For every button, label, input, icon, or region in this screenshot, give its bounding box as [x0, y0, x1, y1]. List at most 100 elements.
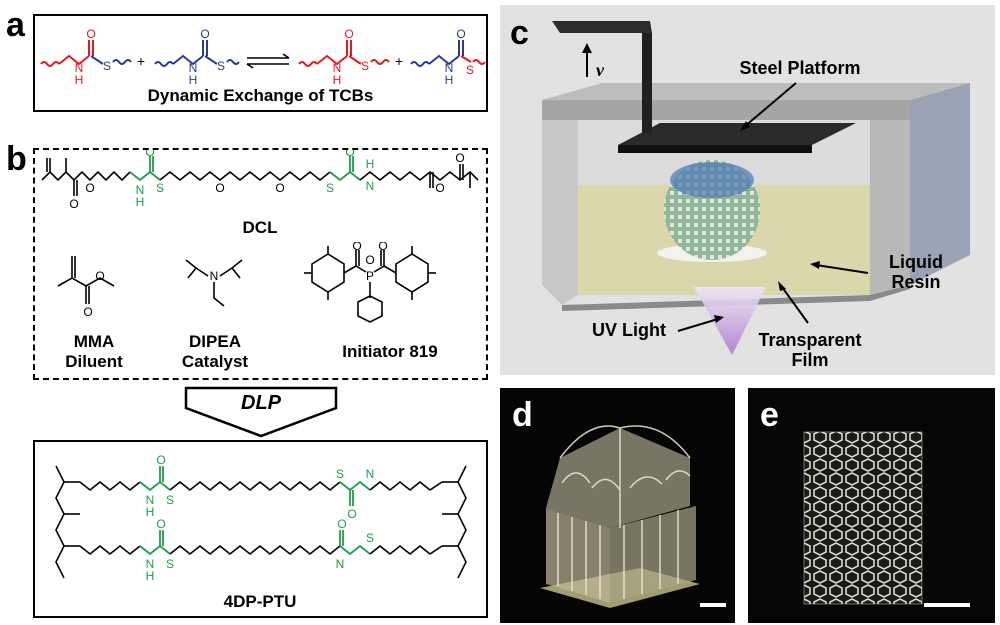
panel-label-a: a: [6, 6, 25, 44]
atom-n: N: [366, 467, 375, 481]
callout-transparent-film: [781, 286, 809, 324]
atom-h: H: [333, 73, 342, 87]
atom-n: N: [146, 493, 155, 507]
dlp-label: DLP: [241, 392, 281, 414]
4dp-ptu-network: O N H S S O N O N H S O S N: [55, 453, 467, 583]
atom-o: O: [69, 197, 78, 211]
atom-h: H: [146, 505, 155, 519]
lattice-body: [804, 432, 922, 604]
panel-label-c: c: [510, 14, 529, 52]
dlp-printer-illustration: [542, 21, 970, 355]
tcb-exchange-scheme: O N H S + O N H S O N H S +: [40, 27, 486, 87]
atom-h: H: [366, 157, 375, 171]
atom-h: H: [136, 195, 145, 209]
atom-h: H: [445, 73, 454, 87]
atom-s: S: [156, 181, 164, 195]
atom-o: O: [86, 27, 95, 41]
panel-label-d: d: [512, 396, 533, 434]
atom-h: H: [75, 73, 84, 87]
atom-n: N: [146, 557, 155, 571]
atom-s: S: [361, 59, 369, 73]
panel-a-caption: Dynamic Exchange of TCBs: [147, 86, 374, 105]
dipea-label: DIPEA Catalyst: [160, 332, 270, 372]
atom-o: O: [95, 269, 104, 283]
panel-label-b: b: [6, 140, 27, 178]
atom-o: O: [85, 181, 94, 195]
atom-o: O: [455, 151, 464, 165]
vat-rim-front-top: [542, 100, 910, 120]
atom-o: O: [435, 181, 444, 195]
atom-o: O: [347, 507, 356, 521]
atom-o: O: [156, 517, 165, 531]
plus-sign: +: [137, 53, 145, 69]
equilibrium-arrows: [246, 53, 290, 69]
atom-o: O: [352, 242, 361, 253]
mma-role: Diluent: [65, 352, 123, 371]
uv-light-beam: [694, 287, 766, 355]
atom-n: N: [333, 61, 342, 75]
callout-uv-light: [677, 318, 719, 332]
atom-n: N: [189, 61, 198, 75]
atom-n: N: [336, 557, 345, 571]
atom-o: O: [337, 517, 346, 531]
atom-n: N: [136, 183, 145, 197]
mma-label: MMA Diluent: [44, 332, 144, 372]
product-label: 4DP-PTU: [223, 592, 297, 611]
atom-n: N: [210, 269, 219, 283]
small-molecules: O O N P O O O: [57, 242, 436, 323]
vat-right-wall: [870, 120, 910, 295]
tcb-molecule-red: [298, 40, 390, 67]
vat-side: [910, 83, 970, 285]
printed-cathedral-model: [540, 425, 700, 608]
platform-arm-horizontal: [552, 21, 652, 33]
tcb-molecule-red-blue: [40, 40, 132, 67]
product-box: [33, 440, 488, 618]
atom-s: S: [466, 63, 474, 77]
initiator-819-structure: [304, 246, 436, 323]
vat-bottom-edge: [562, 285, 910, 311]
callout-liquid-resin: [815, 264, 869, 274]
atom-o: O: [156, 453, 165, 467]
dipea-role: Catalyst: [181, 352, 249, 371]
atom-o: O: [378, 242, 387, 253]
vat-left-wall: [542, 120, 578, 305]
printed-lattice-structure: [803, 431, 923, 605]
atom-s: S: [166, 557, 174, 571]
panel-a-box: [33, 14, 488, 112]
velocity-label: v: [596, 60, 604, 80]
atom-s: S: [366, 531, 374, 545]
tcb-molecule-blue: [154, 40, 240, 67]
atom-s: S: [336, 467, 344, 481]
atom-o: O: [83, 305, 92, 319]
dcl-structure: O N H S O S H N O O O O O O: [41, 150, 479, 211]
dipea-structure: [185, 259, 243, 307]
tcb-molecule-blue-red: [410, 40, 486, 67]
dlp-arrow: [184, 386, 338, 438]
atom-o: O: [345, 150, 354, 159]
atom-s: S: [166, 493, 174, 507]
dcl-label: DCL: [242, 218, 278, 237]
uv-light-label: UV Light: [592, 320, 666, 340]
callout-steel-platform: [743, 82, 797, 128]
atom-n: N: [366, 179, 375, 193]
atom-o: O: [200, 27, 209, 41]
scale-bar-e: [924, 603, 970, 607]
atom-n: N: [445, 61, 454, 75]
steel-platform-edge: [618, 145, 812, 153]
platform-arm-vertical: [642, 33, 652, 133]
initiator-819-label: Initiator 819: [342, 342, 438, 361]
mma-structure: [57, 256, 115, 304]
panel-b-box: [33, 148, 488, 380]
atom-s: S: [103, 59, 111, 73]
atom-o: O: [344, 27, 353, 41]
atom-p: P: [366, 269, 374, 283]
velocity-arrow-head: [582, 43, 592, 53]
steel-platform-top: [618, 123, 856, 145]
atom-s: S: [326, 181, 334, 195]
panel-label-e: e: [760, 396, 779, 434]
transparent-film-label: Transparent Film: [758, 330, 862, 370]
liquid-resin-label: Liquid Resin: [889, 252, 943, 292]
atom-h: H: [189, 73, 198, 87]
scale-bar-d: [700, 603, 726, 607]
atom-n: N: [75, 61, 84, 75]
